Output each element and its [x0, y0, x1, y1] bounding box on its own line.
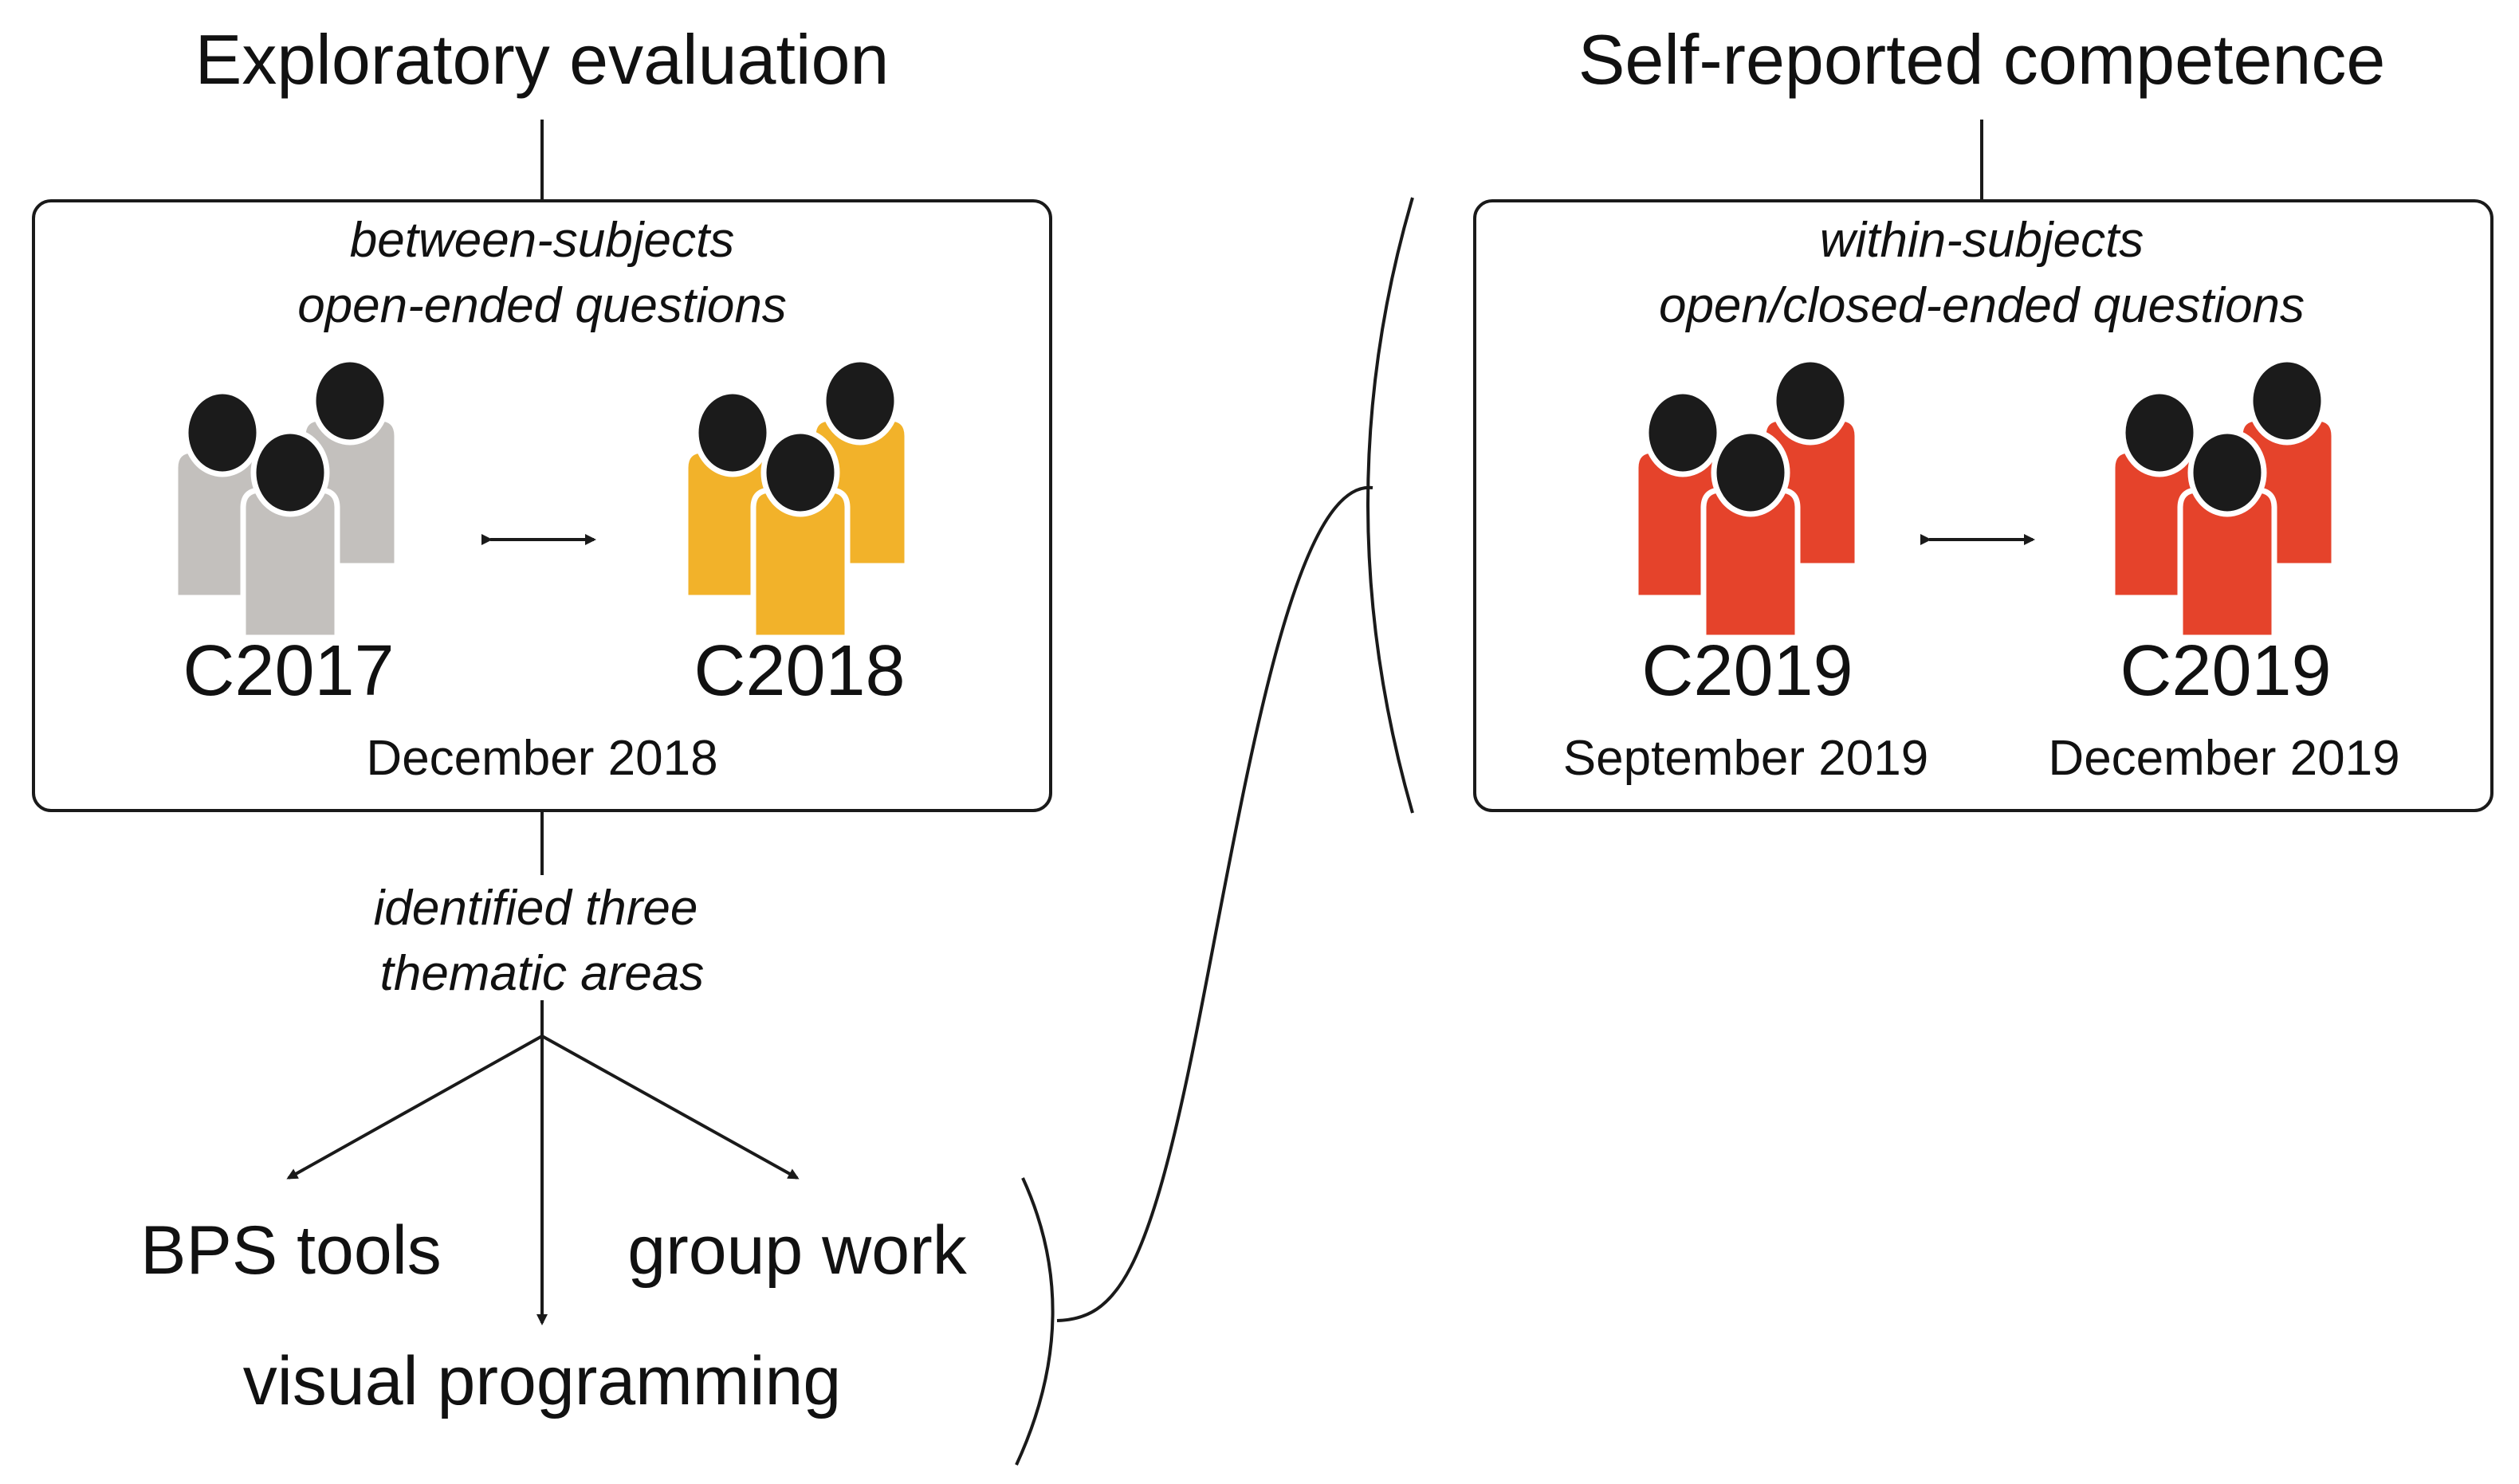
- left-date: December 2018: [366, 731, 717, 786]
- left-design-label: between-subjects: [350, 213, 735, 268]
- left-title: Exploratory evaluation: [195, 20, 890, 99]
- people-group-icon: [172, 356, 400, 641]
- cohort-label-c2019-pre: C2019: [1641, 631, 1853, 711]
- right-design-label: within-subjects: [1820, 213, 2144, 268]
- right-method-label: open/closed-ended questions: [1659, 278, 2305, 333]
- date-december-2019: December 2019: [2048, 731, 2399, 786]
- cohort-label-c2017: C2017: [183, 631, 394, 711]
- people-group-icon: [2109, 356, 2337, 641]
- cohort-label-c2018: C2018: [694, 631, 905, 711]
- arrow-to-bps-tools: [286, 1034, 543, 1180]
- link-curve: [1056, 485, 1373, 1322]
- people-group-icon: [682, 356, 910, 641]
- result-label-line2: thematic areas: [380, 946, 705, 1001]
- theme-visual-programming: visual programming: [243, 1343, 841, 1419]
- right-title: Self-reported competence: [1578, 20, 2386, 99]
- arrow-to-group-work: [541, 1034, 800, 1180]
- cohort-label-c2019-post: C2019: [2120, 631, 2331, 711]
- theme-group-work: group work: [627, 1212, 967, 1289]
- left-method-label: open-ended questions: [297, 278, 787, 333]
- theme-bps-tools: BPS tools: [140, 1212, 442, 1289]
- date-september-2019: September 2019: [1563, 731, 1928, 786]
- right-study-box: [1473, 199, 2493, 812]
- right-bracket: [1366, 197, 1414, 814]
- themes-bracket: [1015, 1177, 1055, 1466]
- people-group-icon: [1633, 356, 1861, 641]
- result-label-line1: identified three: [374, 881, 698, 936]
